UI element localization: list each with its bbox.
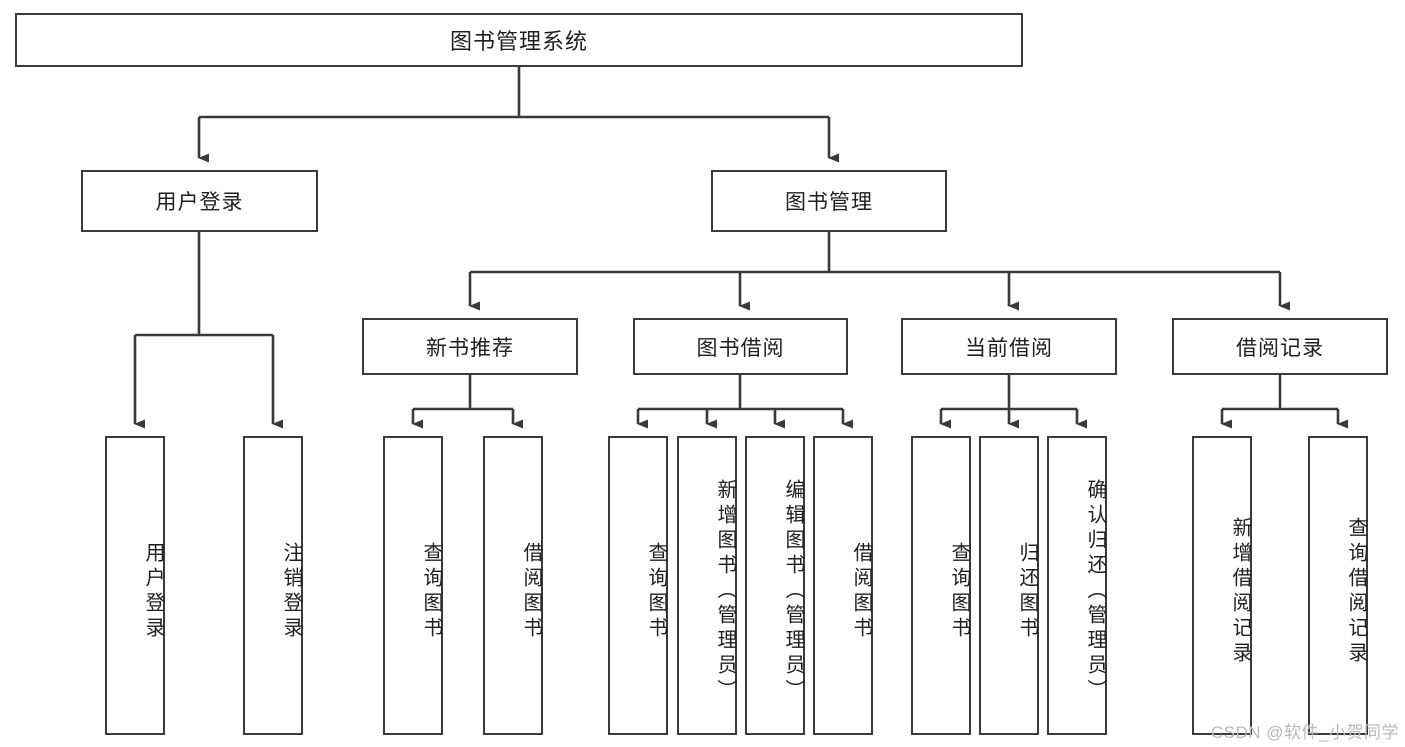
- node-new-book-recommend[interactable]: 新书推荐: [362, 318, 578, 375]
- leaf-current-return-book[interactable]: 归还图书: [979, 436, 1039, 735]
- node-book-management[interactable]: 图书管理: [711, 170, 947, 232]
- node-root-library-system[interactable]: 图书管理系统: [15, 13, 1023, 67]
- leaf-user-login-login[interactable]: 用户登录: [105, 436, 165, 735]
- leaf-borrow-borrow-book[interactable]: 借阅图书: [813, 436, 873, 735]
- node-book-borrow[interactable]: 图书借阅: [633, 318, 848, 375]
- leaf-borrow-edit-book-admin[interactable]: 编辑图书（管理员）: [745, 436, 805, 735]
- leaf-record-query-record[interactable]: 查询借阅记录: [1308, 436, 1368, 735]
- node-user-login[interactable]: 用户登录: [81, 170, 318, 232]
- leaf-borrow-add-book-admin[interactable]: 新增图书（管理员）: [677, 436, 737, 735]
- leaf-new-book-borrow[interactable]: 借阅图书: [483, 436, 543, 735]
- leaf-borrow-query-book[interactable]: 查询图书: [608, 436, 668, 735]
- leaf-current-query-book[interactable]: 查询图书: [911, 436, 971, 735]
- leaf-record-add-record[interactable]: 新增借阅记录: [1192, 436, 1252, 735]
- leaf-user-login-logout[interactable]: 注销登录: [243, 436, 303, 735]
- watermark-csdn: CSDN @软件_小贺同学: [1210, 723, 1399, 742]
- node-current-borrow[interactable]: 当前借阅: [901, 318, 1117, 375]
- leaf-new-book-query[interactable]: 查询图书: [383, 436, 443, 735]
- leaf-current-confirm-return-admin[interactable]: 确认归还（管理员）: [1047, 436, 1107, 735]
- node-borrow-record[interactable]: 借阅记录: [1172, 318, 1388, 375]
